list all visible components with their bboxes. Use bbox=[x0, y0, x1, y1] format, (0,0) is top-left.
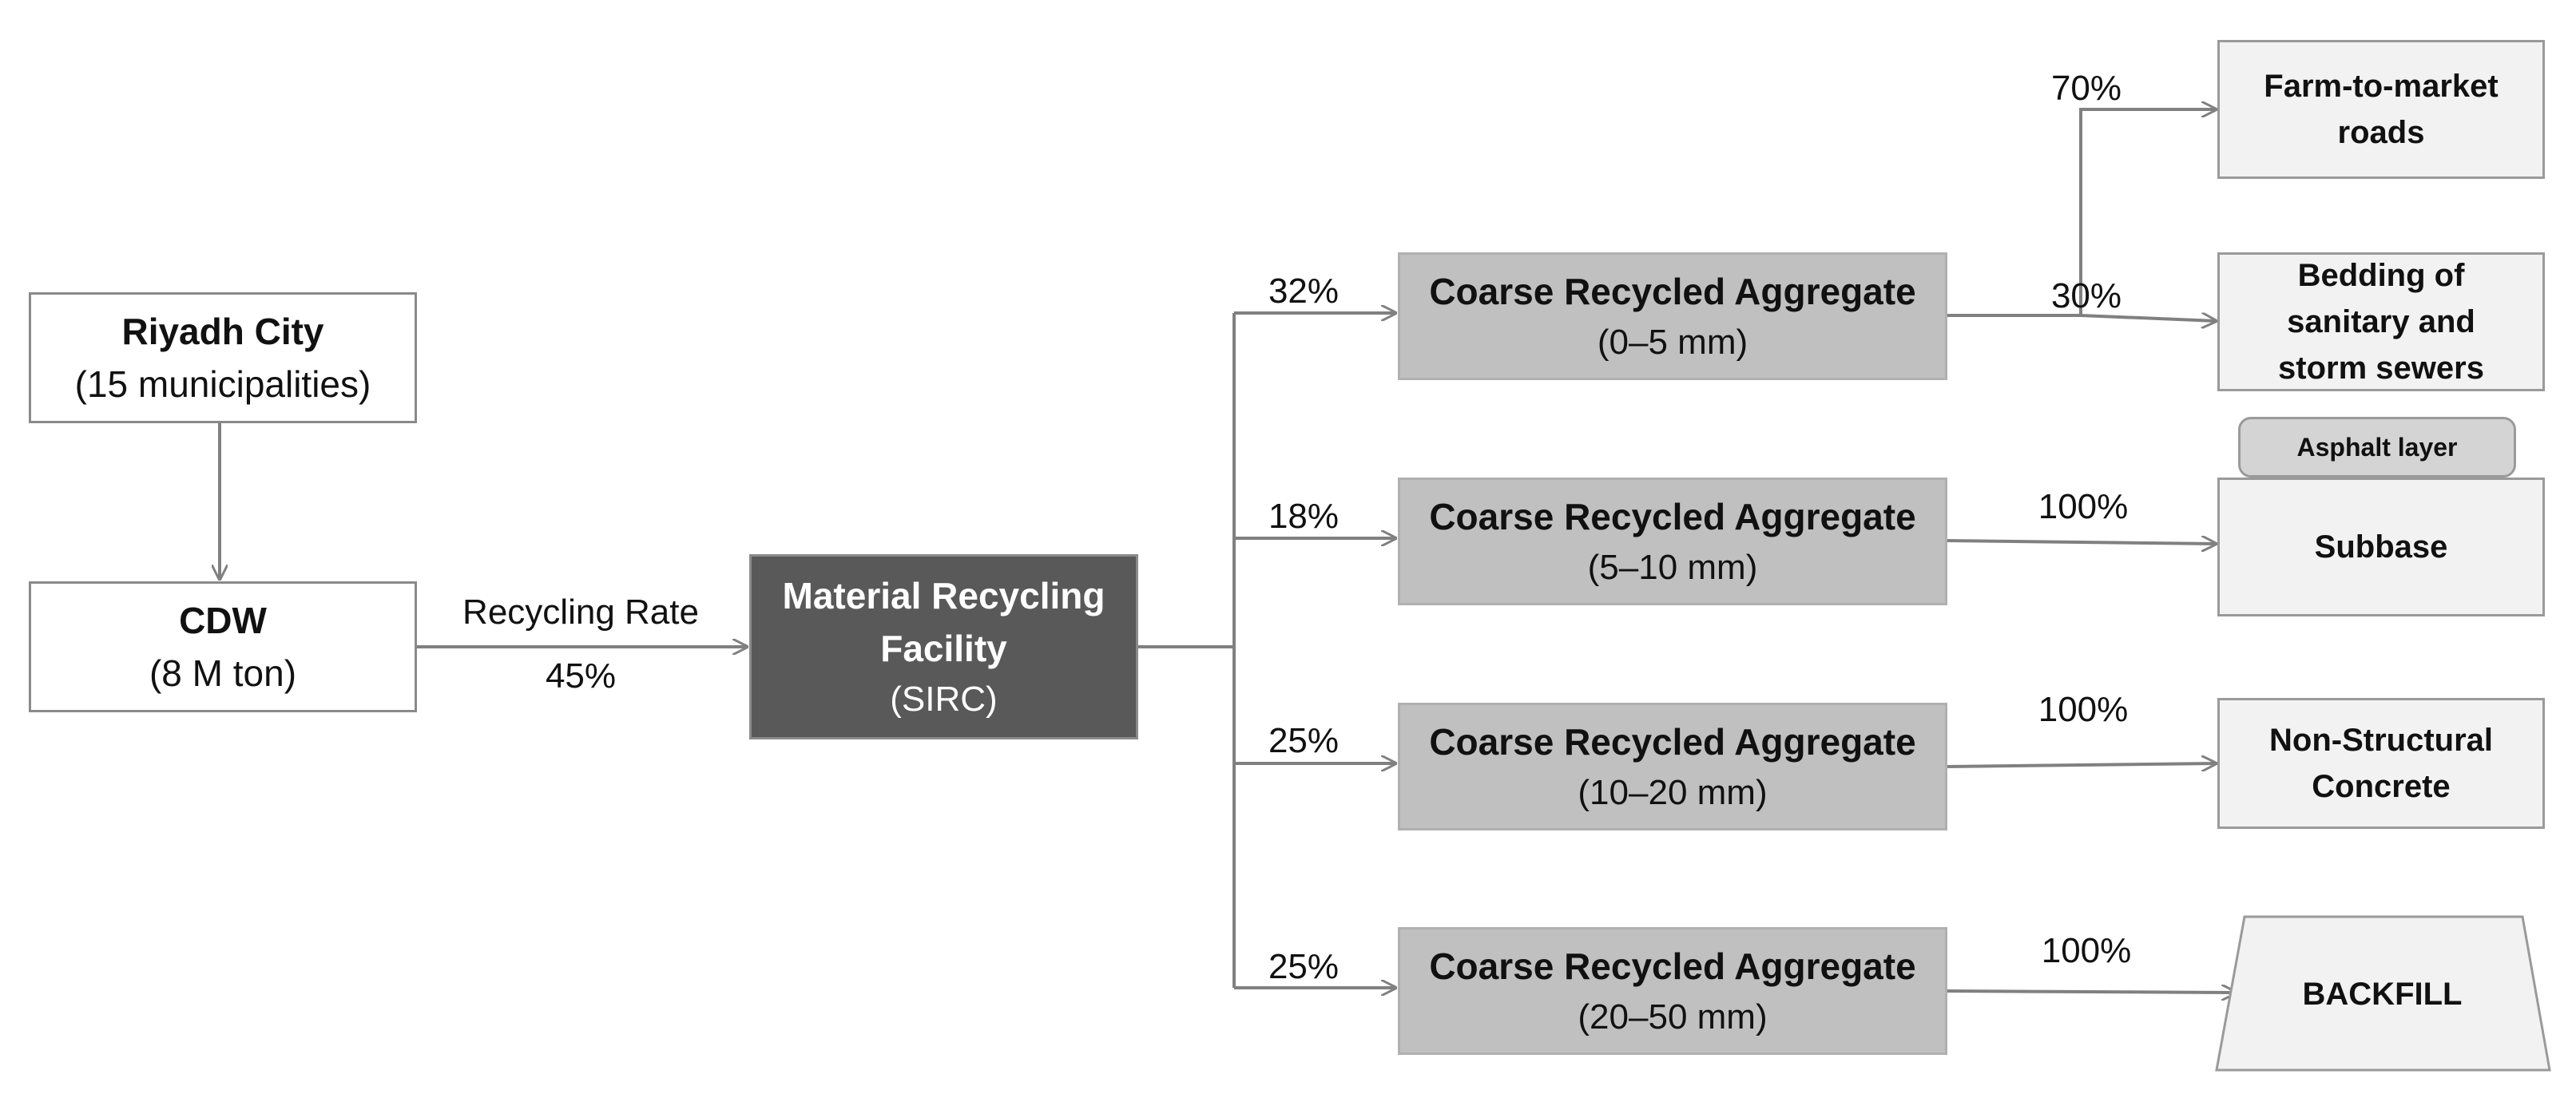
farm-to-market-roads-box: Farm-to-market roads bbox=[2217, 40, 2545, 179]
aggregate-title: Coarse Recycled Aggregate bbox=[1429, 271, 1916, 312]
cdw-box: CDW (8 M ton) bbox=[29, 581, 417, 712]
arrow-to-subbase bbox=[1947, 541, 2217, 544]
aggregate-box-0-5: Coarse Recycled Aggregate (0–5 mm) bbox=[1398, 252, 1947, 380]
aggregate-size: (0–5 mm) bbox=[1597, 323, 1748, 362]
aggregate-size: (10–20 mm) bbox=[1578, 773, 1768, 812]
aggregate-size: (5–10 mm) bbox=[1587, 548, 1758, 587]
aggregate-size: (20–50 mm) bbox=[1578, 997, 1768, 1037]
material-recycling-facility-box: Material Recycling Facility (SIRC) bbox=[749, 554, 1138, 739]
recycling-rate-label: Recycling Rate bbox=[462, 593, 699, 632]
concrete-line-2: Concrete bbox=[2312, 769, 2451, 804]
aggregate-title: Coarse Recycled Aggregate bbox=[1429, 496, 1916, 537]
recycling-rate-value: 45% bbox=[545, 656, 617, 696]
riyadh-city-box: Riyadh City (15 municipalities) bbox=[29, 292, 417, 423]
arrow-to-bedding bbox=[2080, 315, 2217, 321]
share-label-20-50: 25% bbox=[1268, 947, 1340, 986]
aggregate-box-20-50: Coarse Recycled Aggregate (20–50 mm) bbox=[1398, 927, 1947, 1055]
cdw-subtitle: (8 M ton) bbox=[149, 652, 297, 694]
share-label-bedding: 30% bbox=[2050, 276, 2122, 315]
riyadh-subtitle: (15 municipalities) bbox=[74, 363, 371, 405]
riyadh-title: Riyadh City bbox=[121, 311, 324, 352]
share-label-10-20: 25% bbox=[1268, 721, 1340, 760]
arrow-to-concrete bbox=[1947, 763, 2217, 767]
non-structural-concrete-box: Non-Structural Concrete bbox=[2217, 698, 2545, 829]
subbase-box: Subbase bbox=[2217, 478, 2545, 616]
aggregate-box-10-20: Coarse Recycled Aggregate (10–20 mm) bbox=[1398, 703, 1947, 830]
farm-line-2: roads bbox=[2337, 115, 2425, 150]
aggregate-box-5-10: Coarse Recycled Aggregate (5–10 mm) bbox=[1398, 478, 1947, 605]
facility-line-2: Facility bbox=[880, 628, 1007, 669]
backfill-trapezoid bbox=[2215, 915, 2551, 1072]
asphalt-label: Asphalt layer bbox=[2296, 432, 2458, 462]
farm-line-1: Farm-to-market bbox=[2264, 69, 2499, 104]
share-label-subbase: 100% bbox=[2038, 487, 2129, 526]
share-label-concrete: 100% bbox=[2038, 690, 2129, 729]
backfill-label: BACKFILL bbox=[2302, 976, 2463, 1012]
bedding-line-2: sanitary and bbox=[2287, 304, 2475, 339]
share-label-farm-roads: 70% bbox=[2050, 69, 2122, 108]
aggregate-title: Coarse Recycled Aggregate bbox=[1429, 945, 1916, 987]
aggregate-title: Coarse Recycled Aggregate bbox=[1429, 721, 1916, 763]
share-label-5-10: 18% bbox=[1268, 497, 1340, 536]
share-label-0-5: 32% bbox=[1268, 272, 1340, 311]
bedding-line-3: storm sewers bbox=[2278, 351, 2484, 386]
concrete-line-1: Non-Structural bbox=[2269, 723, 2493, 758]
cdw-title: CDW bbox=[179, 600, 267, 641]
share-label-backfill: 100% bbox=[2041, 931, 2132, 970]
asphalt-layer-box: Asphalt layer bbox=[2238, 417, 2516, 478]
bedding-line-1: Bedding of bbox=[2297, 258, 2465, 293]
facility-line-3: (SIRC) bbox=[890, 680, 998, 719]
arrow-to-farm-roads bbox=[2079, 109, 2217, 315]
arrow-to-backfill bbox=[1947, 991, 2237, 993]
subbase-label: Subbase bbox=[2314, 529, 2448, 565]
bedding-sewers-box: Bedding of sanitary and storm sewers bbox=[2217, 252, 2545, 391]
facility-line-1: Material Recycling bbox=[782, 575, 1105, 616]
